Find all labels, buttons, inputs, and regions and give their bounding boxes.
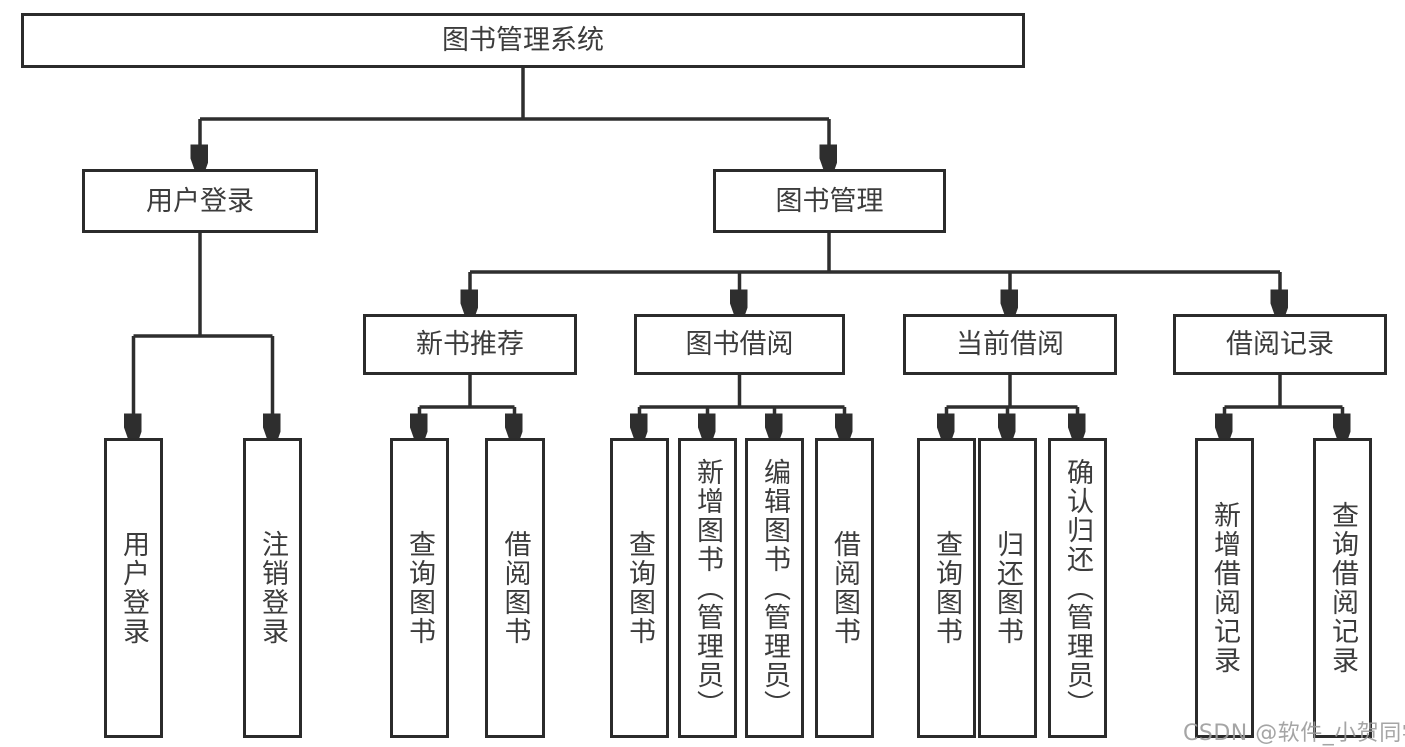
leaf-edit-book-admin: 编辑图书（管理员） [745, 438, 804, 738]
node-current-borrow-label: 当前借阅 [956, 329, 1064, 360]
leaf-return-book: 归还图书 [978, 438, 1037, 738]
leaf-confirm-return-admin-label: 确认归还（管理员） [1062, 457, 1093, 719]
leaf-add-borrow-record: 新增借阅记录 [1195, 438, 1254, 738]
leaf-query-book-2-label: 查询图书 [624, 530, 655, 646]
node-borrow-records-label: 借阅记录 [1226, 329, 1334, 360]
leaf-add-book-admin-label: 新增图书（管理员） [692, 457, 723, 719]
node-book-borrow-label: 图书借阅 [685, 329, 794, 360]
leaf-query-borrow-record-label: 查询借阅记录 [1327, 501, 1358, 675]
leaf-query-book-1: 查询图书 [390, 438, 449, 738]
leaf-borrow-book-1: 借阅图书 [485, 438, 545, 738]
connector-trunks [133, 68, 1343, 409]
leaf-add-book-admin: 新增图书（管理员） [678, 438, 737, 738]
leaf-borrow-book-2-label: 借阅图书 [829, 530, 860, 646]
leaf-logout-label: 注销登录 [257, 530, 288, 646]
node-new-book-recommend-label: 新书推荐 [416, 329, 524, 360]
leaf-add-borrow-record-label: 新增借阅记录 [1209, 501, 1240, 675]
node-new-book-recommend: 新书推荐 [363, 314, 577, 375]
leaf-query-book-1-label: 查询图书 [404, 530, 435, 646]
node-current-borrow: 当前借阅 [903, 314, 1117, 375]
leaf-query-borrow-record: 查询借阅记录 [1313, 438, 1372, 738]
node-book-management: 图书管理 [713, 169, 946, 233]
leaf-logout: 注销登录 [243, 438, 302, 738]
leaf-query-book-2: 查询图书 [610, 438, 669, 738]
node-borrow-records: 借阅记录 [1173, 314, 1387, 375]
node-system-root-label: 图书管理系统 [442, 25, 604, 56]
node-book-management-label: 图书管理 [775, 185, 884, 217]
watermark: CSDN @软件_小贺同学 [1183, 721, 1405, 746]
leaf-borrow-book-1-label: 借阅图书 [499, 530, 531, 646]
node-user-login: 用户登录 [82, 169, 318, 233]
leaf-edit-book-admin-label: 编辑图书（管理员） [759, 457, 790, 719]
node-user-login-label: 用户登录 [146, 185, 254, 217]
leaf-user-login-label: 用户登录 [118, 530, 149, 646]
leaf-borrow-book-2: 借阅图书 [815, 438, 874, 738]
node-book-borrow: 图书借阅 [634, 314, 845, 375]
node-system-root: 图书管理系统 [21, 13, 1025, 68]
leaf-return-book-label: 归还图书 [992, 530, 1023, 646]
leaf-confirm-return-admin: 确认归还（管理员） [1048, 438, 1107, 738]
leaf-query-book-3-label: 查询图书 [931, 530, 962, 646]
leaf-user-login: 用户登录 [104, 438, 163, 738]
leaf-query-book-3: 查询图书 [917, 438, 976, 738]
